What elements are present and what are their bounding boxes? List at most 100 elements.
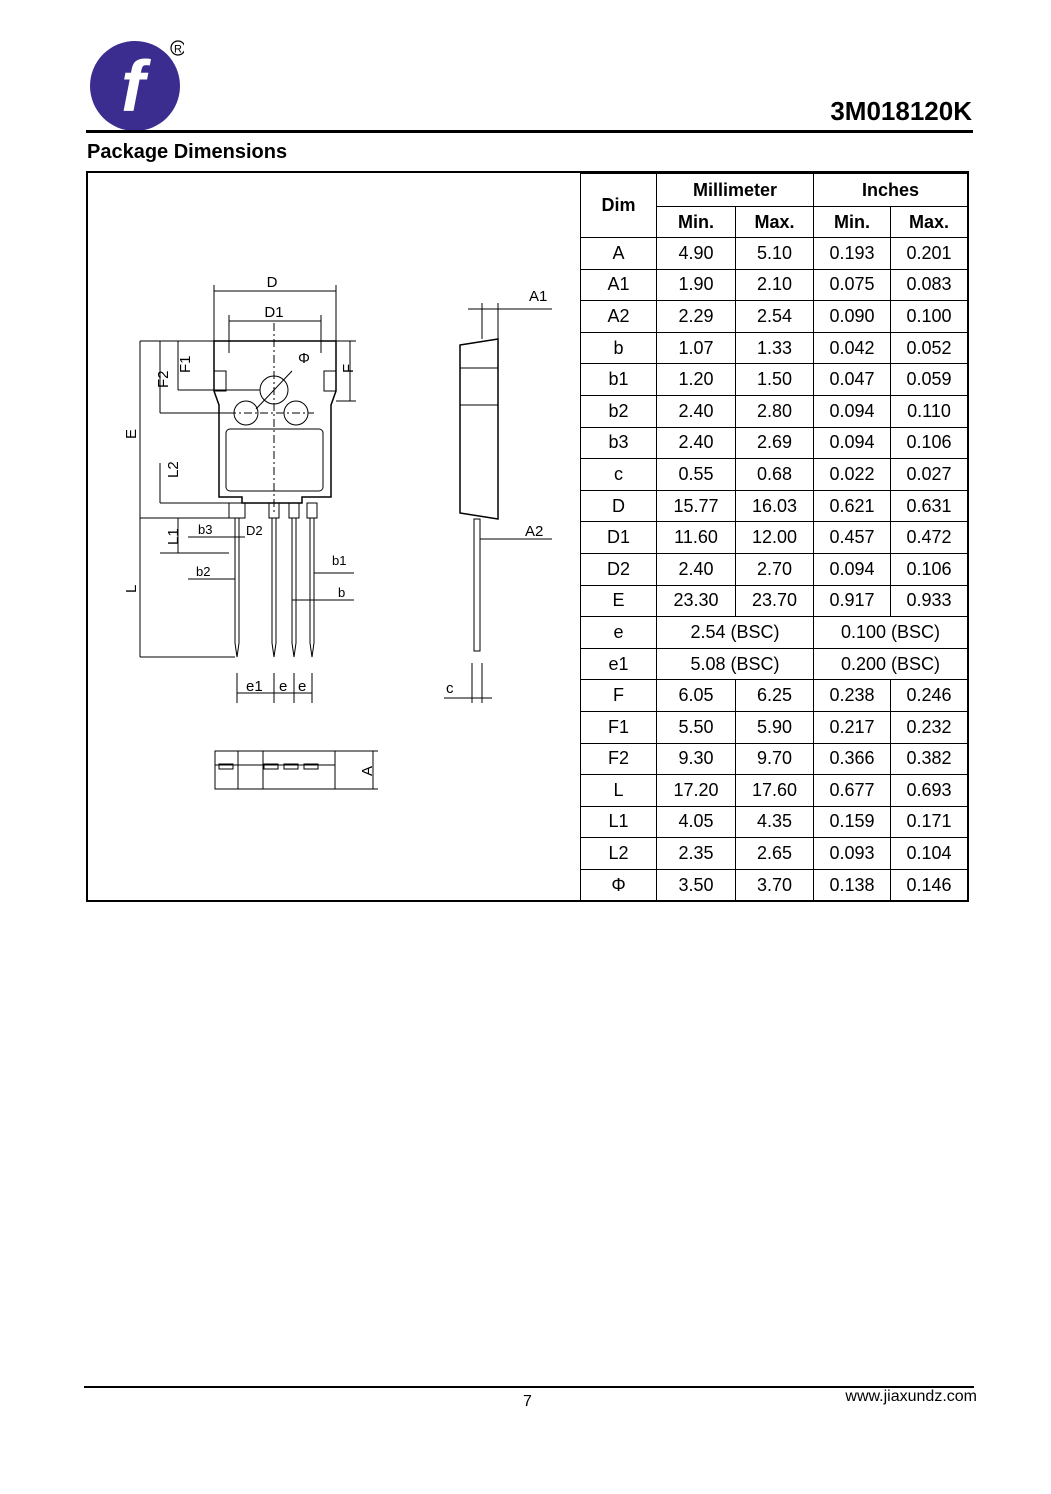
in-min-cell: 0.677 xyxy=(813,774,891,807)
in-min-cell: 0.094 xyxy=(813,552,891,586)
header-rule xyxy=(86,130,973,133)
dim-cell: A2 xyxy=(580,300,657,333)
in-min-cell: 0.366 xyxy=(813,742,891,776)
in-max-cell: 0.933 xyxy=(890,584,968,618)
mm-min-cell: 17.20 xyxy=(656,774,736,807)
dim-cell: L1 xyxy=(580,805,657,839)
in-max-cell: 0.693 xyxy=(890,774,968,807)
label-A: A xyxy=(359,766,376,776)
dim-cell: Φ xyxy=(580,868,657,902)
mm-min-cell: 2.40 xyxy=(656,552,736,586)
in-min-cell: 0.159 xyxy=(813,805,891,839)
dim-header: Dim xyxy=(580,173,657,238)
in-max-cell: 0.631 xyxy=(890,489,968,523)
mm-max-cell: 4.35 xyxy=(735,805,814,839)
mm-min-cell: 5.50 xyxy=(656,710,736,744)
in-max-cell: 0.382 xyxy=(890,742,968,776)
label-e1: e1 xyxy=(246,678,263,695)
mm-max-cell: 12.00 xyxy=(735,521,814,554)
dim-cell: F2 xyxy=(580,742,657,776)
label-c: c xyxy=(446,680,454,697)
in-span-cell: 0.200 (BSC) xyxy=(813,647,968,681)
in-min-cell: 0.022 xyxy=(813,458,891,491)
dim-cell: c xyxy=(580,458,657,491)
mm-min-cell: 2.29 xyxy=(656,300,736,333)
mm-max-cell: 2.80 xyxy=(735,394,814,428)
label-D: D xyxy=(267,274,278,291)
millimeter-header: Millimeter xyxy=(656,173,814,207)
in-min-cell: 0.457 xyxy=(813,521,891,554)
dim-cell: e1 xyxy=(580,647,657,681)
mm-max-cell: 5.90 xyxy=(735,710,814,744)
package-dimensions-frame: D D1 Φ F F1 F2 E L2 L1 L b3 b2 D2 b1 b e… xyxy=(86,171,969,902)
mm-min-cell: 0.55 xyxy=(656,458,736,491)
in-max-cell: 0.472 xyxy=(890,521,968,554)
in-min-cell: 0.138 xyxy=(813,868,891,902)
in-max-cell: 0.201 xyxy=(890,237,968,270)
mm-min-cell: 9.30 xyxy=(656,742,736,776)
in-max-cell: 0.059 xyxy=(890,363,968,396)
mm-max-cell: 2.69 xyxy=(735,426,814,460)
dim-cell: A xyxy=(580,237,657,270)
label-F: F xyxy=(340,364,357,373)
mm-max-cell: 3.70 xyxy=(735,868,814,902)
mm-max-cell: 9.70 xyxy=(735,742,814,776)
dim-cell: L xyxy=(580,774,657,807)
side-view xyxy=(444,303,552,703)
in-max-cell: 0.110 xyxy=(890,394,968,428)
in-min-cell: 0.094 xyxy=(813,394,891,428)
label-b1: b1 xyxy=(332,553,346,568)
section-title: Package Dimensions xyxy=(87,141,288,163)
dimension-table: Dim Millimeter Inches Min. Max. Min. Max… xyxy=(580,173,968,902)
package-drawing: D D1 Φ F F1 F2 E L2 L1 L b3 b2 D2 b1 b e… xyxy=(123,274,552,790)
mm-max-cell: 2.10 xyxy=(735,268,814,302)
in-max-header: Max. xyxy=(890,206,968,238)
label-F1: F1 xyxy=(177,355,194,373)
label-b: b xyxy=(338,585,345,600)
label-L2: L2 xyxy=(165,461,182,478)
in-span-cell: 0.100 (BSC) xyxy=(813,616,968,649)
mm-min-cell: 3.50 xyxy=(656,868,736,902)
label-A1: A1 xyxy=(529,288,547,305)
dim-cell: e xyxy=(580,616,657,649)
mm-min-cell: 2.35 xyxy=(656,837,736,870)
dim-cell: D1 xyxy=(580,521,657,554)
mm-min-cell: 4.05 xyxy=(656,805,736,839)
mm-max-cell: 0.68 xyxy=(735,458,814,491)
front-view xyxy=(139,285,356,703)
label-E: E xyxy=(123,429,140,439)
dim-cell: F xyxy=(580,679,657,712)
in-min-cell: 0.217 xyxy=(813,710,891,744)
mm-max-cell: 23.70 xyxy=(735,584,814,618)
in-max-cell: 0.171 xyxy=(890,805,968,839)
label-L: L xyxy=(123,585,140,593)
mm-max-cell: 2.65 xyxy=(735,837,814,870)
in-min-cell: 0.075 xyxy=(813,268,891,302)
mm-min-cell: 23.30 xyxy=(656,584,736,618)
mm-max-cell: 1.50 xyxy=(735,363,814,396)
dim-cell: A1 xyxy=(580,268,657,302)
mm-min-cell: 1.90 xyxy=(656,268,736,302)
in-max-cell: 0.027 xyxy=(890,458,968,491)
inches-header: Inches xyxy=(813,173,968,207)
in-max-cell: 0.104 xyxy=(890,837,968,870)
dim-cell: E xyxy=(580,584,657,618)
registered-mark: R xyxy=(174,44,182,56)
company-logo: f R xyxy=(90,40,184,131)
label-A2: A2 xyxy=(525,523,543,540)
footer-rule xyxy=(84,1386,974,1388)
mm-span-cell: 2.54 (BSC) xyxy=(656,616,814,649)
mm-max-cell: 17.60 xyxy=(735,774,814,807)
mm-min-header: Min. xyxy=(656,206,736,238)
mm-min-cell: 1.07 xyxy=(656,331,736,365)
label-phi: Φ xyxy=(298,350,310,367)
in-max-cell: 0.083 xyxy=(890,268,968,302)
